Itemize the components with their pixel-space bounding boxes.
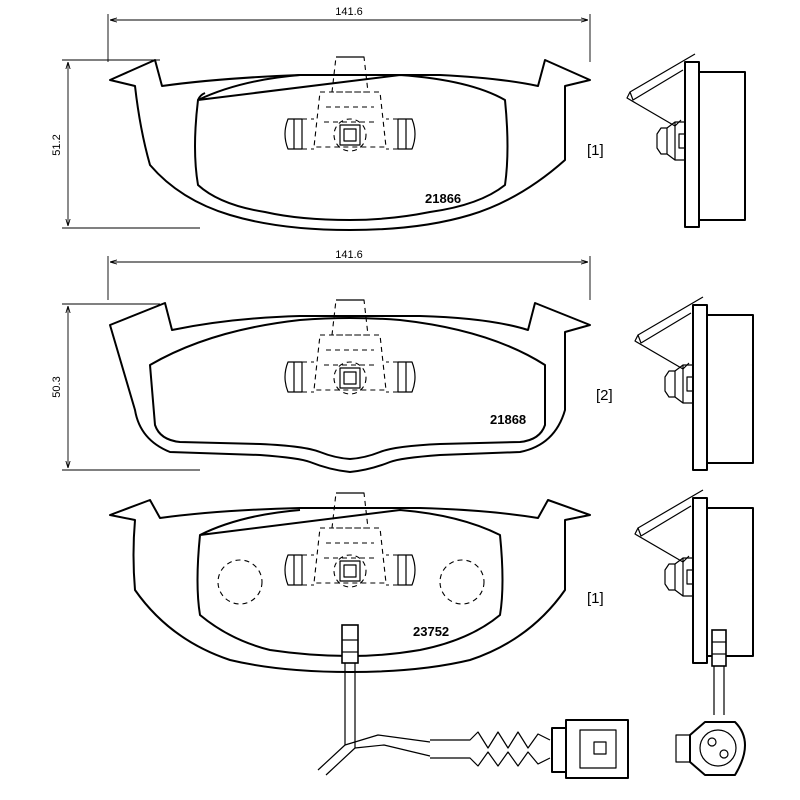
pad3-part-number: 23752 bbox=[413, 624, 449, 639]
wear-sensor-cable bbox=[317, 624, 629, 779]
pad-21868: 141.6 50.3 21868 [2] bbox=[51, 249, 754, 473]
pad-21866: 141.6 51.2 21866 [1] bbox=[51, 6, 746, 231]
pad2-width-label: 141.6 bbox=[335, 249, 363, 261]
pad3-note: [1] bbox=[587, 590, 604, 607]
pad-23752: 23752 [1] bbox=[109, 489, 754, 779]
pad3-side-view bbox=[634, 489, 754, 776]
pad1-part-number: 21866 bbox=[425, 191, 461, 206]
pad2-height-label: 50.3 bbox=[51, 376, 63, 397]
pad2-part-number: 21868 bbox=[490, 412, 526, 427]
pad2-note: [2] bbox=[596, 387, 613, 404]
pad1-note: [1] bbox=[587, 142, 604, 159]
pad1-height-label: 51.2 bbox=[51, 134, 63, 155]
pad1-width-label: 141.6 bbox=[335, 6, 363, 18]
